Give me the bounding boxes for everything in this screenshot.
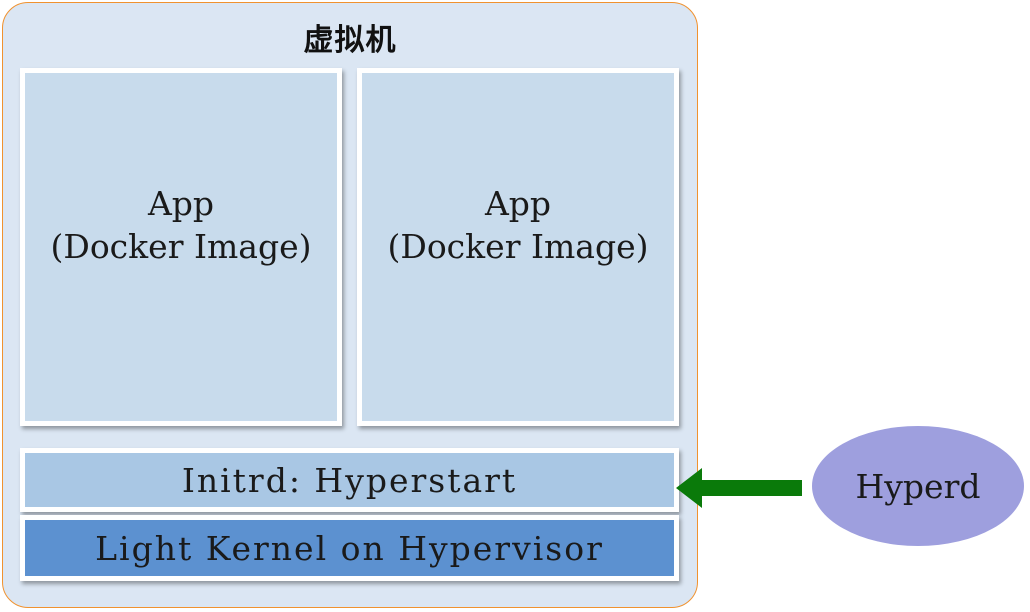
light-kernel-label: Light Kernel on Hypervisor	[95, 528, 604, 568]
virtual-machine-title: 虚拟机	[303, 23, 397, 58]
app-docker-image-box-2: App (Docker Image)	[357, 68, 679, 426]
arrow-shape	[676, 468, 802, 508]
initrd-hyperstart-label: Initrd: Hyperstart	[181, 460, 518, 500]
hyperd-label: Hyperd	[855, 466, 981, 506]
hyperd-ellipse: Hyperd	[812, 426, 1024, 546]
initrd-hyperstart-box: Initrd: Hyperstart	[20, 448, 679, 512]
app-docker-image-label-2: App (Docker Image)	[387, 184, 649, 266]
app-docker-image-box-1: App (Docker Image)	[20, 68, 342, 426]
light-kernel-box: Light Kernel on Hypervisor	[20, 515, 679, 581]
app-docker-image-label-1: App (Docker Image)	[50, 184, 312, 266]
hyperd-to-initrd-arrow	[676, 468, 802, 508]
